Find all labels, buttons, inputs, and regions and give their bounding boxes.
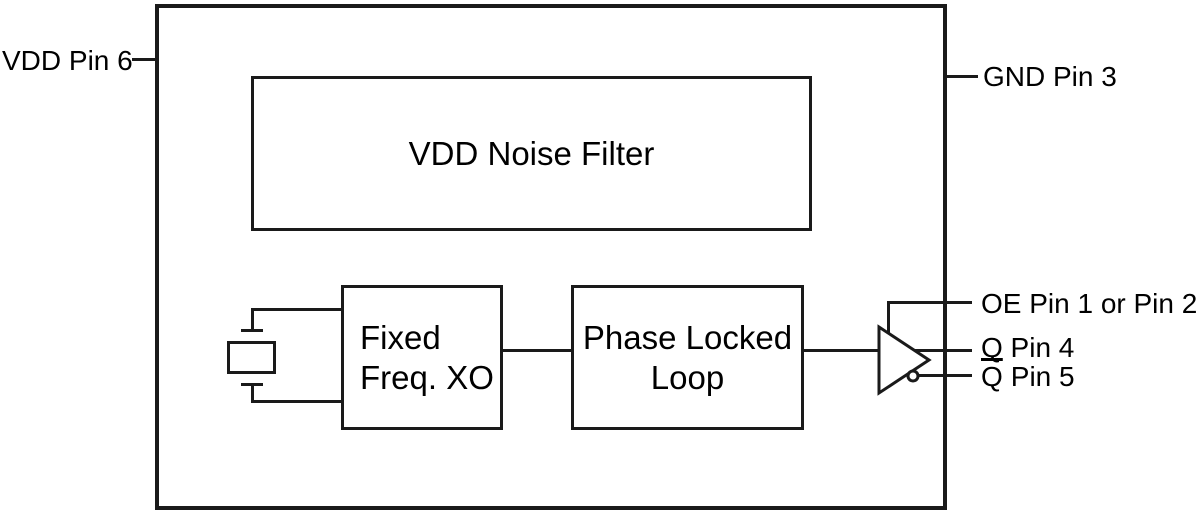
xo-label-line2: Freq. XO xyxy=(360,358,494,396)
crystal-bottom-wire xyxy=(251,400,343,403)
pin-label-q: Q Pin 4 xyxy=(981,332,1075,363)
pll-label-line1: Phase Locked xyxy=(582,318,793,356)
fixed-freq-xo-block: Fixed Freq. XO xyxy=(341,285,503,430)
pll-label-line2: Loop xyxy=(650,358,725,396)
pin-label-oe: OE Pin 1 or Pin 2 xyxy=(981,288,1198,319)
crystal-bottom-plate xyxy=(241,383,263,386)
q-output-wire xyxy=(912,349,972,352)
pin-label-qbar-text: Pin 5 xyxy=(1010,361,1075,392)
pin-label-gnd: GND Pin 3 xyxy=(983,61,1117,92)
crystal-bottom-stem xyxy=(251,385,254,403)
crystal-icon xyxy=(227,341,276,374)
oe-wire-vertical xyxy=(887,301,890,334)
wire-pll-to-buffer xyxy=(804,349,880,352)
vdd-noise-filter-label: VDD Noise Filter xyxy=(408,134,655,172)
output-buffer-icon xyxy=(877,324,932,396)
pll-block: Phase Locked Loop xyxy=(571,285,804,430)
pin-label-qbar-symbol: Q xyxy=(981,361,1003,392)
crystal-top-plate xyxy=(241,329,263,332)
gnd-pin-tick xyxy=(943,75,978,78)
crystal-top-wire xyxy=(251,308,343,311)
vdd-pin-tick xyxy=(132,58,159,61)
wire-xo-to-pll xyxy=(503,349,571,352)
xo-label-line1: Fixed xyxy=(360,318,441,356)
pin-label-vdd: VDD Pin 6 xyxy=(2,45,133,76)
buffer-triangle-icon xyxy=(877,324,932,396)
crystal-top-stem xyxy=(251,308,254,332)
vdd-noise-filter-block: VDD Noise Filter xyxy=(251,76,812,231)
qbar-output-wire xyxy=(917,374,972,377)
inverting-bubble-icon xyxy=(906,369,920,383)
oe-wire xyxy=(887,301,972,304)
